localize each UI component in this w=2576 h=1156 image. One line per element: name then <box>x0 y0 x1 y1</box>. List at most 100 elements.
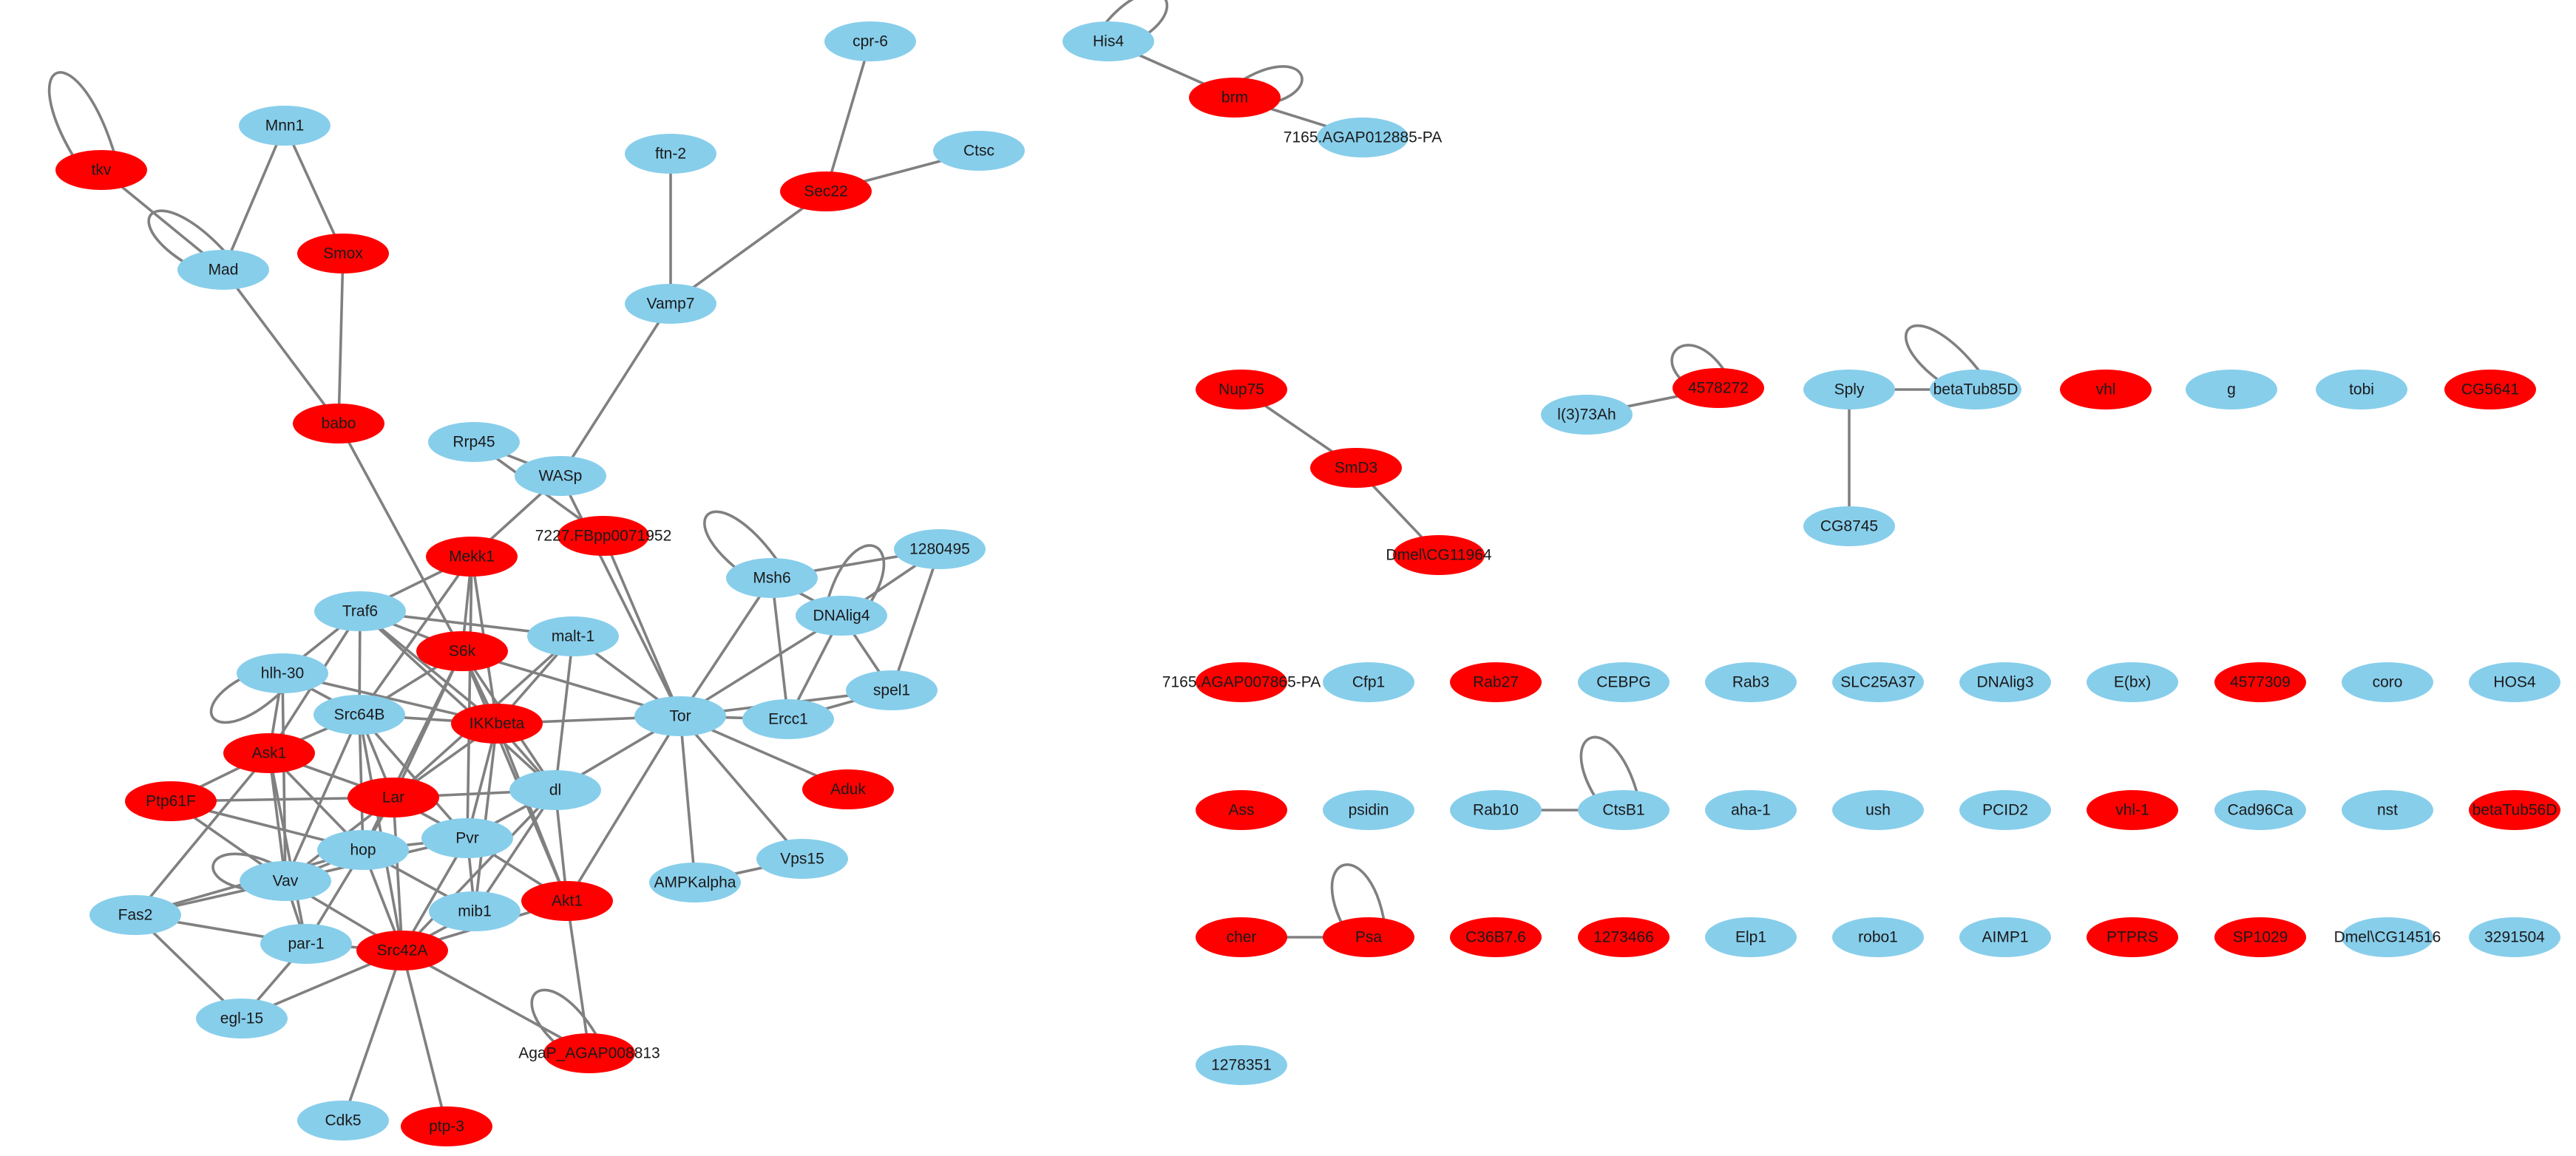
node-ellipse[interactable] <box>1450 662 1542 702</box>
node-ellipse[interactable] <box>634 696 726 736</box>
node-ellipse[interactable] <box>649 863 741 902</box>
node-WASp[interactable]: WASp <box>515 456 606 496</box>
node-betaTub85D[interactable]: betaTub85D <box>1930 370 2021 409</box>
node-Ptp61F[interactable]: Ptp61F <box>125 781 217 821</box>
node-His4[interactable]: His4 <box>1062 21 1154 61</box>
node-ellipse[interactable] <box>2214 662 2306 702</box>
node-ellipse[interactable] <box>557 516 649 556</box>
node-CG8745[interactable]: CG8745 <box>1803 506 1895 546</box>
node-ellipse[interactable] <box>2214 917 2306 957</box>
node-AGAP007865[interactable]: 7165.AGAP007865-PA <box>1162 662 1321 702</box>
node-ellipse[interactable] <box>1541 395 1633 435</box>
node-tobi[interactable]: tobi <box>2316 370 2407 409</box>
node-cher[interactable]: cher <box>1196 917 1287 957</box>
node-Vamp7[interactable]: Vamp7 <box>625 284 716 324</box>
node-Cad96Ca[interactable]: Cad96Ca <box>2214 790 2306 830</box>
node-IKKbeta[interactable]: IKKbeta <box>451 704 543 744</box>
node-Src42A[interactable]: Src42A <box>356 931 448 970</box>
node-ptp3[interactable]: ptp-3 <box>401 1106 492 1146</box>
node-ellipse[interactable] <box>1832 790 1924 830</box>
node-ellipse[interactable] <box>237 653 328 693</box>
node-CtsB1[interactable]: CtsB1 <box>1578 790 1670 830</box>
node-Cfp1[interactable]: Cfp1 <box>1323 662 1414 702</box>
node-ellipse[interactable] <box>1323 662 1414 702</box>
node-ellipse[interactable] <box>802 769 894 809</box>
node-ellipse[interactable] <box>1705 662 1797 702</box>
node-DNAlig3[interactable]: DNAlig3 <box>1959 662 2051 702</box>
node-Mad[interactable]: Mad <box>177 250 269 290</box>
node-cpr6[interactable]: cpr-6 <box>824 21 916 61</box>
node-ellipse[interactable] <box>55 150 147 190</box>
node-ellipse[interactable] <box>1705 790 1797 830</box>
node-ellipse[interactable] <box>2469 790 2560 830</box>
node-ellipse[interactable] <box>293 404 384 443</box>
node-ellipse[interactable] <box>1578 790 1670 830</box>
node-HOS4[interactable]: HOS4 <box>2469 662 2560 702</box>
node-S6k[interactable]: S6k <box>416 631 508 671</box>
node-g[interactable]: g <box>2186 370 2277 409</box>
node-ellipse[interactable] <box>426 537 518 577</box>
node-n4578272[interactable]: 4578272 <box>1672 368 1764 408</box>
node-Fas2[interactable]: Fas2 <box>89 895 181 935</box>
node-ellipse[interactable] <box>1317 118 1409 157</box>
node-Mekk1[interactable]: Mekk1 <box>426 537 518 577</box>
node-ellipse[interactable] <box>1196 917 1287 957</box>
node-AMPKalpha[interactable]: AMPKalpha <box>649 863 741 902</box>
node-Tor[interactable]: Tor <box>634 696 726 736</box>
node-ellipse[interactable] <box>240 861 331 901</box>
node-ellipse[interactable] <box>1578 662 1670 702</box>
node-ellipse[interactable] <box>421 818 513 858</box>
node-ellipse[interactable] <box>313 695 405 735</box>
node-PTPRS[interactable]: PTPRS <box>2087 917 2178 957</box>
node-Traf6[interactable]: Traf6 <box>314 591 406 631</box>
node-vhl1[interactable]: vhl-1 <box>2087 790 2178 830</box>
node-ellipse[interactable] <box>933 131 1025 171</box>
node-n4577309[interactable]: 4577309 <box>2214 662 2306 702</box>
node-Akt1[interactable]: Akt1 <box>521 881 613 921</box>
node-ellipse[interactable] <box>521 881 613 921</box>
node-ellipse[interactable] <box>177 250 269 290</box>
node-ellipse[interactable] <box>2087 790 2178 830</box>
node-ellipse[interactable] <box>401 1106 492 1146</box>
node-ellipse[interactable] <box>348 778 439 817</box>
node-ellipse[interactable] <box>239 106 331 146</box>
node-ellipse[interactable] <box>1196 1045 1287 1085</box>
node-Vps15[interactable]: Vps15 <box>756 839 848 879</box>
node-ellipse[interactable] <box>625 284 716 324</box>
node-nst[interactable]: nst <box>2342 790 2433 830</box>
node-hop[interactable]: hop <box>317 830 409 870</box>
node-Rab3[interactable]: Rab3 <box>1705 662 1797 702</box>
node-tkv[interactable]: tkv <box>55 150 147 190</box>
node-ellipse[interactable] <box>1323 917 1414 957</box>
node-ellipse[interactable] <box>726 558 818 598</box>
node-ellipse[interactable] <box>1803 370 1895 409</box>
node-Mnn1[interactable]: Mnn1 <box>239 106 331 146</box>
node-coro[interactable]: coro <box>2342 662 2433 702</box>
node-ellipse[interactable] <box>429 891 521 931</box>
node-aha1[interactable]: aha-1 <box>1705 790 1797 830</box>
node-Msh6[interactable]: Msh6 <box>726 558 818 598</box>
node-ellipse[interactable] <box>428 422 520 462</box>
node-ellipse[interactable] <box>2469 662 2560 702</box>
node-ellipse[interactable] <box>1310 448 1402 488</box>
node-Ask1[interactable]: Ask1 <box>223 733 315 773</box>
node-ellipse[interactable] <box>2342 917 2433 957</box>
node-ellipse[interactable] <box>1959 917 2051 957</box>
node-Ctsc[interactable]: Ctsc <box>933 131 1025 171</box>
node-AGAP012885[interactable]: 7165.AGAP012885-PA <box>1284 118 1442 157</box>
node-Cdk5[interactable]: Cdk5 <box>297 1101 389 1140</box>
node-SLC25A37[interactable]: SLC25A37 <box>1832 662 1924 702</box>
node-l373Ah[interactable]: l(3)73Ah <box>1541 395 1633 435</box>
node-Ercc1[interactable]: Ercc1 <box>742 699 834 739</box>
node-ellipse[interactable] <box>196 999 288 1038</box>
node-ellipse[interactable] <box>314 591 406 631</box>
node-ellipse[interactable] <box>1959 790 2051 830</box>
node-CG14516[interactable]: Dmel\CG14516 <box>2334 917 2441 957</box>
node-ellipse[interactable] <box>1578 917 1670 957</box>
node-ellipse[interactable] <box>2087 917 2178 957</box>
node-mib1[interactable]: mib1 <box>429 891 521 931</box>
node-CG5641[interactable]: CG5641 <box>2444 370 2536 409</box>
node-vhl[interactable]: vhl <box>2060 370 2152 409</box>
node-ellipse[interactable] <box>756 839 848 879</box>
node-ellipse[interactable] <box>1450 790 1542 830</box>
